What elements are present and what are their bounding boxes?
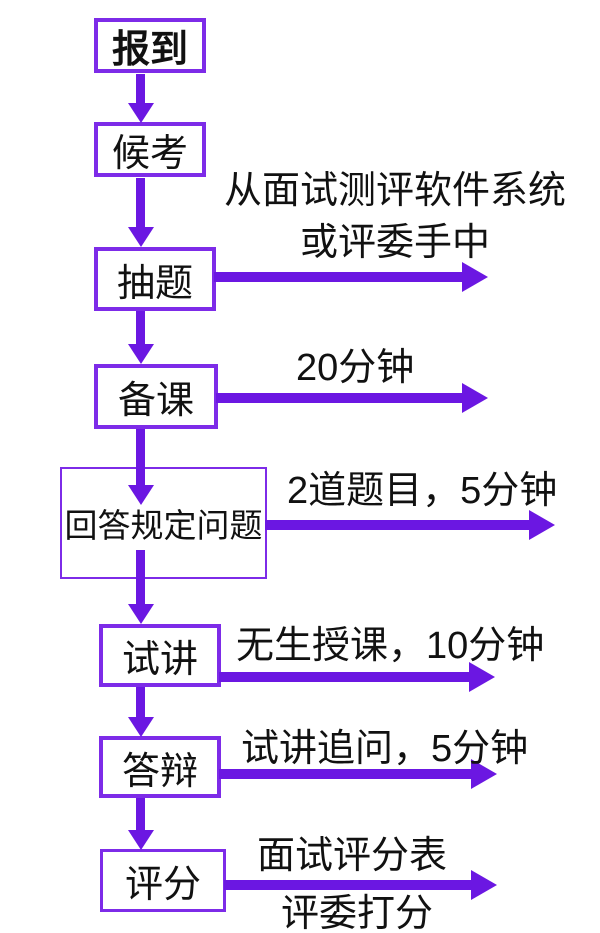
flow-arrow-down-4 [136,429,145,487]
side-arrowhead-trial-lecture [469,662,495,692]
side-arrow-scoring [224,880,473,890]
flow-arrowhead-down-6 [128,717,154,737]
annotation-score-sheet: 面试评分表 [257,835,448,877]
flow-arrowhead-down-4 [128,485,154,505]
step-box-trial-lecture: 试讲 [99,624,221,687]
step-box-scoring: 评分 [100,849,226,912]
side-arrow-lesson-prep [216,393,464,403]
annotation-line: 从面试测评软件系统 [223,170,566,212]
step-box-lesson-prep: 备课 [94,364,218,429]
flow-arrowhead-down-7 [128,830,154,850]
side-arrowhead-answer-questions [529,510,555,540]
annotation-prep-duration: 20分钟 [296,347,415,389]
side-arrow-draw-question [214,272,464,282]
flow-arrow-down-3 [136,311,145,346]
side-arrow-trial-lecture [219,672,471,682]
flow-arrowhead-down-3 [128,344,154,364]
step-box-defense: 答辩 [99,736,221,798]
side-arrowhead-lesson-prep [462,383,488,413]
annotation-defense-duration: 试讲追问，5分钟 [241,728,529,770]
side-arrow-defense [219,769,473,779]
flow-arrowhead-down-5 [128,604,154,624]
step-box-checkin: 报到 [94,18,206,73]
step-box-waiting: 候考 [94,122,206,177]
flow-arrow-down-5 [136,550,145,606]
flow-arrowhead-down-2 [128,227,154,247]
annotation-lecture-duration: 无生授课，10分钟 [236,625,545,667]
side-arrowhead-defense [471,759,497,789]
flow-arrow-down-1 [136,74,145,106]
annotation-question-source: 从面试测评软件系统 或评委手中 [205,172,585,276]
side-arrow-answer-questions [265,520,531,530]
annotation-judges-score: 评委打分 [281,893,434,933]
step-box-draw-question: 抽题 [94,247,216,311]
annotation-line: 或评委手中 [299,222,490,264]
flow-arrowhead-down-1 [128,103,154,123]
side-arrowhead-draw-question [462,262,488,292]
step-box-answer-questions: 回答规定问题 [60,467,267,579]
flow-arrow-down-2 [136,178,145,228]
annotation-question-count: 2道题目，5分钟 [287,470,558,512]
side-arrowhead-scoring [471,870,497,900]
flow-arrow-down-6 [136,687,145,719]
flow-arrow-down-7 [136,798,145,831]
